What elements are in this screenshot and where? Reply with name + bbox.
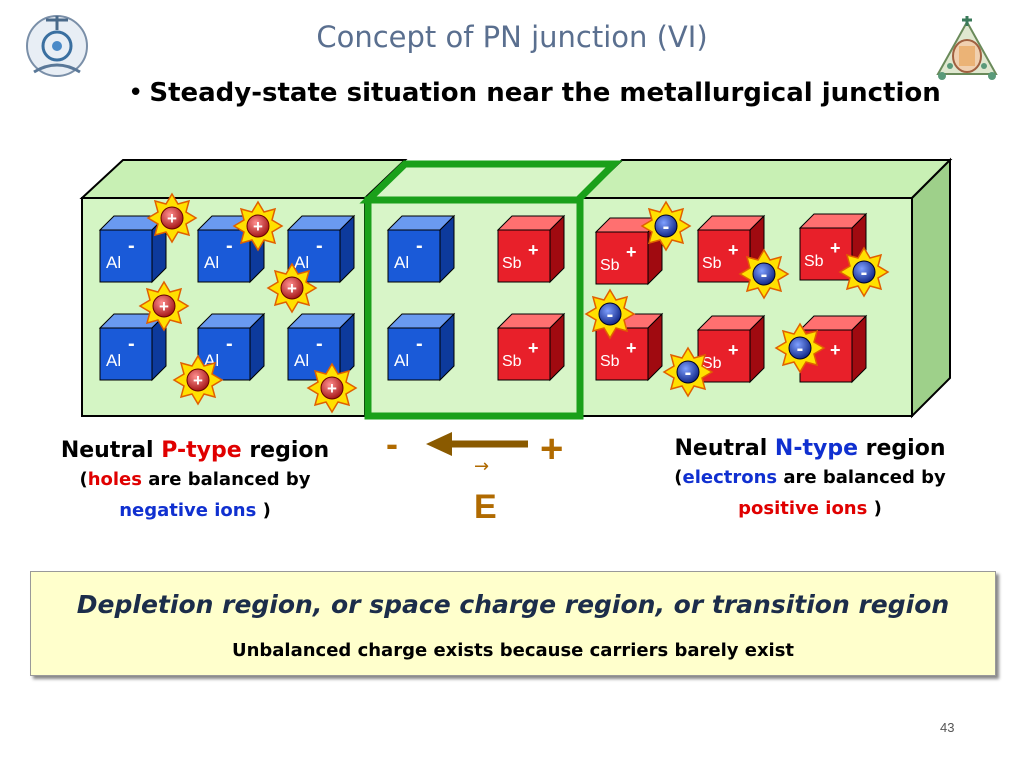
slide-title: Concept of PN junction (VI) — [316, 20, 708, 54]
ion-label: Al — [106, 253, 121, 272]
hole-carrier: + — [172, 354, 224, 406]
acceptor-ion: Al - — [98, 312, 168, 382]
caption-text: ) — [256, 500, 271, 521]
ion-label: Al — [294, 253, 309, 272]
acceptor-ion: Al - — [386, 214, 456, 284]
field-plus-sign: + — [540, 427, 563, 471]
ion-charge: + — [830, 340, 841, 360]
ion-charge: - — [316, 235, 323, 257]
donor-ion: Sb + — [594, 312, 664, 382]
caption-text: are balanced by — [777, 467, 946, 488]
hole-sign: + — [159, 297, 169, 316]
ion-label: Sb — [702, 355, 722, 372]
electron-sign: - — [861, 262, 868, 284]
ion-label: Sb — [600, 257, 620, 274]
bullet-dot: • — [128, 78, 144, 108]
electron-sign: - — [685, 362, 692, 384]
ion-label: Al — [394, 253, 409, 272]
acceptor-ion: Al - — [286, 312, 356, 382]
caption-highlight: P-type — [161, 438, 242, 463]
caption-highlight: N-type — [774, 436, 858, 461]
depletion-subtext: Unbalanced charge exists because carrier… — [231, 640, 795, 661]
caption-highlight: positive ions — [738, 498, 868, 519]
electron-sign: - — [797, 338, 804, 360]
hole-sign: + — [287, 279, 297, 298]
ion-label: Al — [394, 351, 409, 370]
donor-ion: Sb + — [496, 312, 566, 382]
caption-highlight: electrons — [682, 467, 778, 488]
caption-highlight: negative ions — [119, 500, 257, 521]
electron-carrier: - — [662, 346, 714, 398]
hole-carrier: + — [146, 192, 198, 244]
ion-charge: - — [128, 235, 135, 257]
page-number: 43 — [940, 720, 955, 735]
hole-sign: + — [327, 379, 337, 398]
electric-field-arrow — [426, 432, 528, 456]
bullet-text: Steady-state situation near the metallur… — [149, 78, 941, 108]
ion-label: Sb — [804, 253, 824, 270]
ion-label: Sb — [502, 255, 522, 272]
hole-sign: + — [167, 209, 177, 228]
ion-label: Al — [294, 351, 309, 370]
depletion-heading: Depletion region, or space charge region… — [76, 590, 950, 619]
ion-charge: + — [728, 340, 739, 360]
ion-charge: + — [728, 240, 739, 260]
caption-text: Neutral — [60, 438, 162, 463]
ion-charge: + — [626, 338, 637, 358]
ion-charge: - — [226, 235, 233, 257]
hole-sign: + — [193, 371, 203, 390]
ion-charge: - — [226, 333, 233, 355]
acceptor-ion: Al - — [98, 214, 168, 284]
hole-carrier: + — [232, 200, 284, 252]
ion-charge: - — [316, 333, 323, 355]
ion-charge: - — [416, 235, 423, 257]
hole-carrier: + — [266, 262, 318, 314]
left-logo — [22, 10, 92, 88]
ion-label: Al — [106, 351, 121, 370]
ion-charge: + — [830, 238, 841, 258]
caption-text: region — [241, 438, 330, 463]
electron-carrier: - — [774, 322, 826, 374]
acceptor-ion: Al - — [386, 312, 456, 382]
depletion-definition-box: Depletion region, or space charge region… — [30, 571, 996, 676]
n-region-caption: Neutral N-type region (electrons are bal… — [640, 436, 980, 519]
electron-sign: - — [761, 264, 768, 286]
acceptor-ion: Al - — [286, 214, 356, 284]
p-region-caption: Neutral P-type region (holes are balance… — [30, 438, 360, 521]
field-label: E — [474, 488, 497, 526]
ion-charge: - — [416, 333, 423, 355]
electron-carrier: - — [640, 200, 692, 252]
ion-label: Al — [204, 253, 219, 272]
electron-sign: - — [607, 304, 614, 326]
caption-highlight: holes — [87, 469, 142, 490]
bullet-point: •Steady-state situation near the metallu… — [128, 78, 941, 108]
ion-charge: + — [626, 242, 637, 262]
ion-label: Sb — [600, 353, 620, 370]
ion-charge: - — [128, 333, 135, 355]
ion-label: Sb — [502, 353, 522, 370]
electron-sign: - — [663, 216, 670, 238]
electron-carrier: - — [838, 246, 890, 298]
caption-text: ( — [674, 467, 683, 488]
vector-arrow-icon: → — [474, 456, 489, 477]
right-logo — [928, 14, 1006, 86]
donor-ion: Sb + — [496, 214, 566, 284]
ion-label: Sb — [702, 255, 722, 272]
electron-carrier: - — [584, 288, 636, 340]
caption-text: region — [858, 436, 946, 461]
hole-sign: + — [253, 217, 263, 236]
hole-carrier: + — [306, 362, 358, 414]
caption-text: ( — [79, 469, 88, 490]
ion-charge: + — [528, 240, 539, 260]
field-minus-sign: - — [386, 423, 398, 464]
caption-text: are balanced by — [141, 469, 311, 490]
caption-text: Neutral — [674, 436, 775, 461]
caption-text: ) — [867, 498, 882, 519]
electron-carrier: - — [738, 248, 790, 300]
hole-carrier: + — [138, 280, 190, 332]
donor-ion: Sb + — [696, 214, 766, 284]
ion-charge: + — [528, 338, 539, 358]
